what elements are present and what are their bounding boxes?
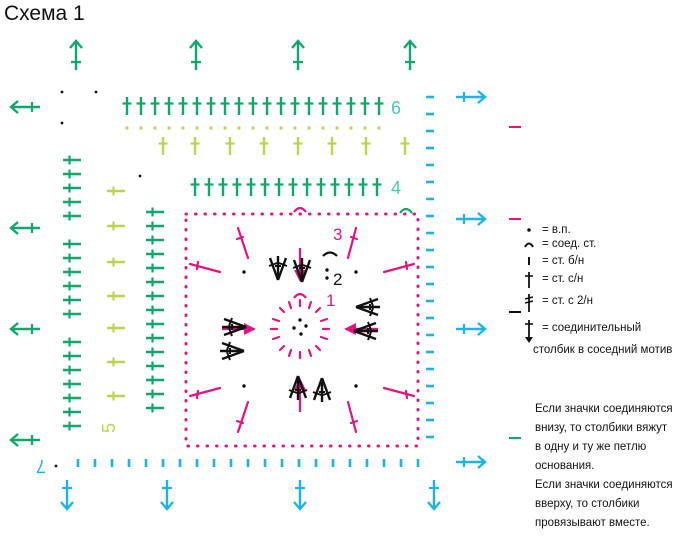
legend-joining-continuation: столбик в соседний мотив	[533, 344, 673, 356]
legend-row-treble: = ст. с 2/н	[518, 293, 593, 312]
legend-row-chain: = в.п.	[518, 222, 571, 238]
single-crochet-icon	[518, 253, 540, 269]
row-number-4: 4	[391, 178, 401, 198]
note-line: основания.	[535, 460, 595, 472]
note-line: Если значки соединяются	[535, 403, 673, 415]
bottom-arrows	[59, 478, 442, 511]
color-mark-magenta-2	[509, 218, 521, 220]
left-inner-green-column	[144, 206, 166, 414]
treble-crochet-icon	[518, 293, 540, 312]
note-line: Если значки соединяются	[535, 479, 673, 491]
note-line: внизу, то столбики вяжут	[535, 422, 668, 434]
row-number-5: 5	[99, 423, 119, 433]
top-arrows	[68, 39, 418, 72]
slip-stitch-arc-icon	[518, 236, 540, 252]
left-arrows	[9, 99, 42, 448]
color-mark-magenta	[509, 126, 521, 128]
note-line: в одну и ту же петлю	[535, 441, 647, 453]
note-line: провязывают вместе.	[535, 517, 650, 529]
diagram-title: Схема 1	[4, 2, 85, 25]
legend-row-joining: = соединительный	[518, 320, 641, 343]
joining-stitch-arrow-icon	[518, 320, 540, 343]
left-lime-column	[105, 185, 127, 402]
right-cyan-column	[426, 95, 434, 439]
legend-row-double: = ст. с/н	[518, 271, 583, 288]
bottom-cyan-row	[76, 459, 420, 467]
double-crochet-icon	[518, 271, 540, 288]
row-6-stitches	[121, 95, 385, 117]
color-mark-green	[509, 437, 521, 439]
row-number-2: 2	[333, 270, 342, 289]
row-4-stitches	[189, 176, 383, 198]
left-green-column	[61, 154, 83, 432]
legend-row-single: = ст. б/н	[518, 253, 584, 269]
row-number-6: 6	[391, 98, 401, 118]
note-line: вверху, то столбики	[535, 498, 640, 510]
chain-dot-icon	[518, 222, 540, 238]
row-number-3: 3	[333, 225, 342, 244]
color-mark-black	[509, 311, 521, 313]
row-number-1: 1	[326, 291, 335, 310]
row-number-7: 7	[36, 456, 46, 476]
legend-row-slip: = соед. ст.	[518, 236, 596, 252]
row-5-top-stitches	[157, 135, 411, 157]
right-arrows	[454, 89, 487, 470]
